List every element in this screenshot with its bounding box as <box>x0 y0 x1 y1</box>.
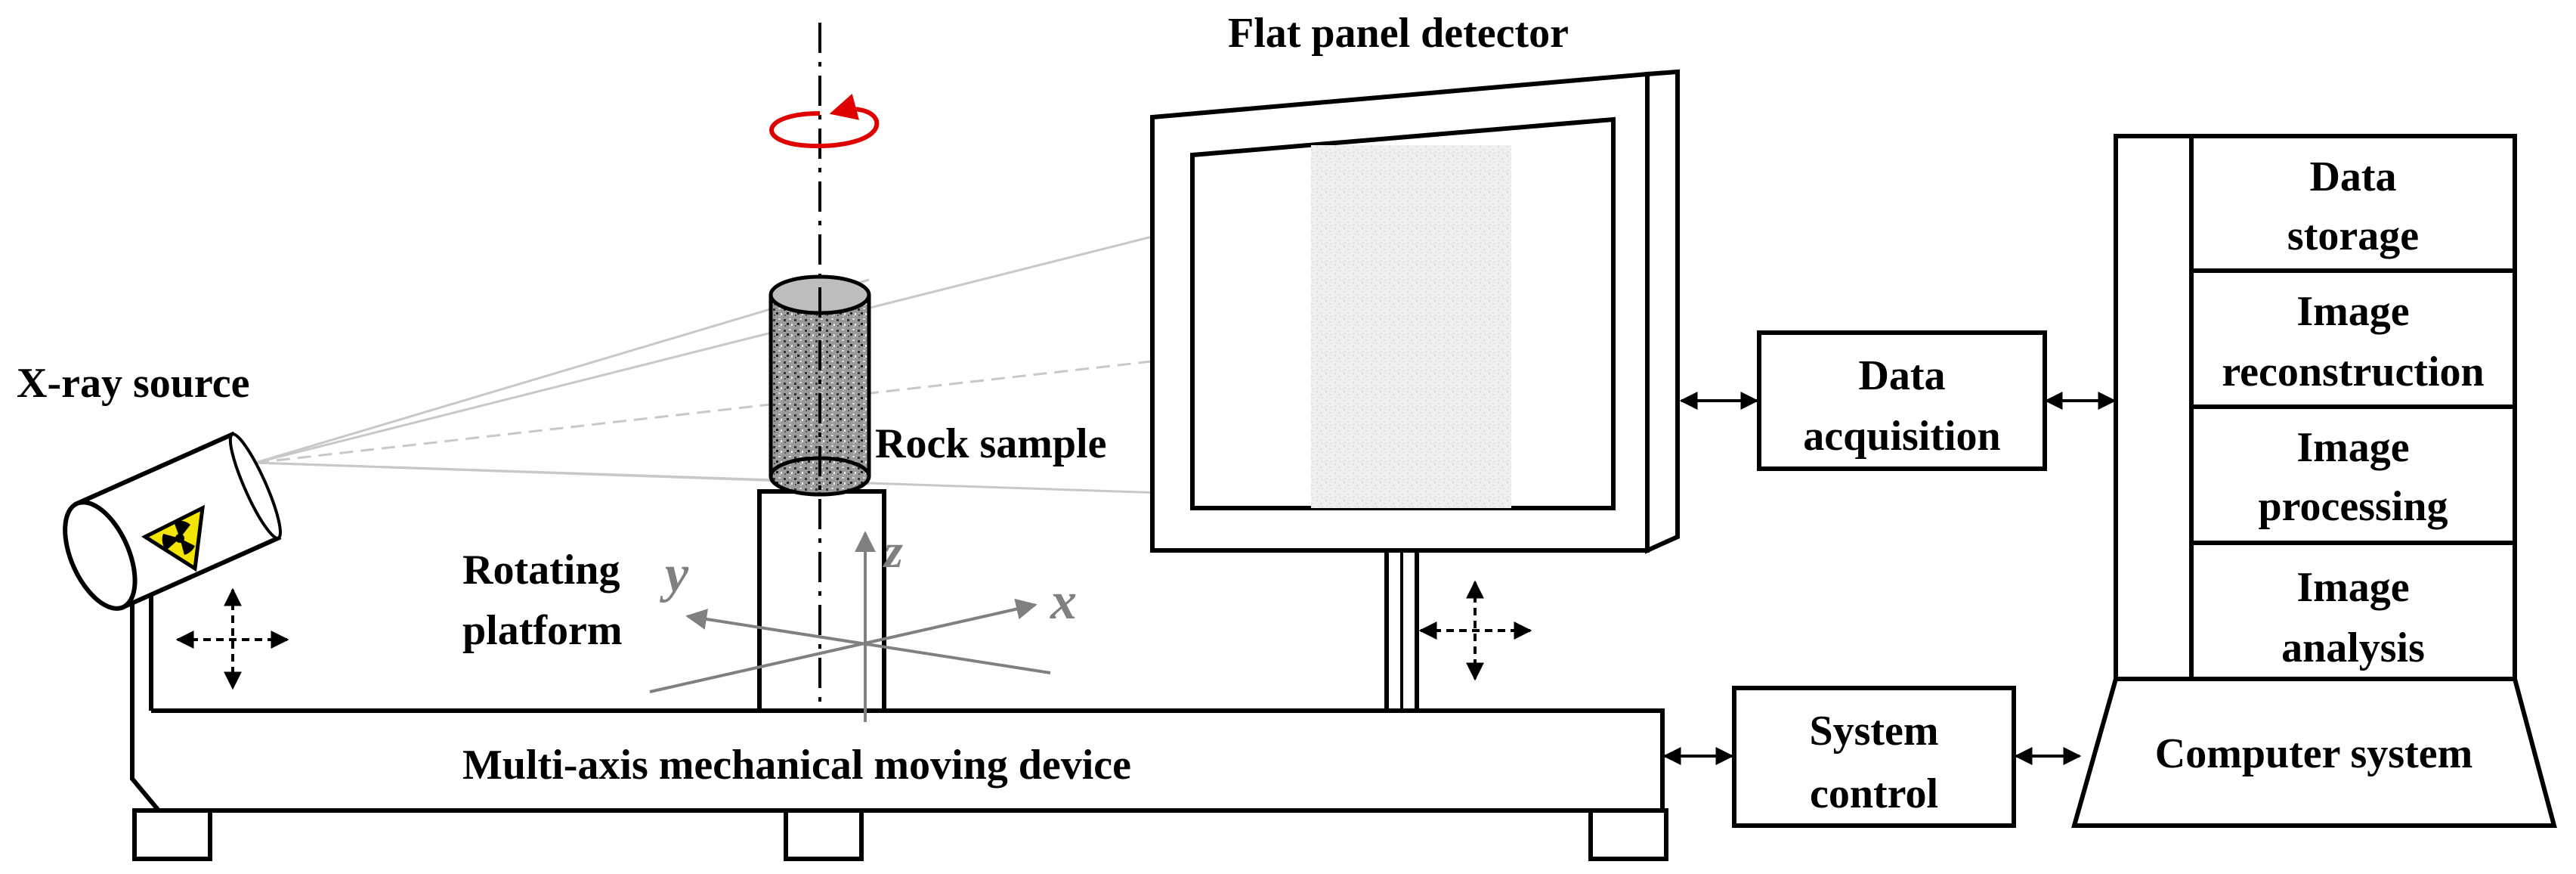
computer-module-box <box>2189 268 2517 409</box>
system-control-box <box>1732 686 2016 828</box>
data-acquisition-label-line2: acquisition <box>1803 413 2000 460</box>
base-foot <box>132 808 212 861</box>
computer-module-label: reconstruction <box>2222 349 2484 395</box>
xray-source <box>63 431 282 611</box>
multi-axis-device-label: Multi-axis mechanical moving device <box>462 742 1131 789</box>
connector-arrows <box>1662 392 2117 765</box>
axis-label-z: z <box>883 524 903 578</box>
system-control-label-line2: control <box>1810 770 1938 817</box>
base-foot <box>784 808 864 861</box>
system-control-label-line1: System <box>1809 708 1938 755</box>
computer-system-label: Computer system <box>2155 730 2472 777</box>
rotating-platform-label-line2: platform <box>462 607 623 654</box>
coordinate-axes <box>649 531 1051 722</box>
rotating-platform <box>757 489 886 713</box>
flat-panel-detector-label: Flat panel detector <box>1228 10 1569 57</box>
computer-module-label: analysis <box>2281 625 2425 671</box>
rotation-arrow-icon <box>769 93 880 149</box>
axis-label-x: x <box>1050 572 1077 631</box>
flat-panel-detector <box>1150 69 1680 713</box>
data-acquisition-box <box>1757 330 2047 471</box>
detector-projection-image <box>1311 145 1511 508</box>
axis-label-y: y <box>660 545 689 603</box>
rock-sample-label: Rock sample <box>875 420 1106 467</box>
computer-module-label: Image <box>2296 564 2409 611</box>
multi-axis-moving-device <box>130 590 1668 861</box>
rotating-platform-label-line1: Rotating <box>462 547 620 594</box>
computer-module-label: Image <box>2296 424 2409 471</box>
computer-module-label: Data <box>2309 153 2396 200</box>
computer-module-label: Image <box>2296 288 2409 335</box>
computer-system <box>2071 134 2557 828</box>
computer-module-box <box>2189 541 2517 681</box>
computer-module-label: processing <box>2259 483 2448 530</box>
xray-source-label: X-ray source <box>17 360 249 407</box>
computer-module-box <box>2189 404 2517 545</box>
four-way-move-arrows-icon <box>175 587 289 690</box>
radiation-trefoil-icon <box>141 504 206 572</box>
base-foot <box>1588 808 1668 861</box>
computer-module-label: storage <box>2287 212 2419 259</box>
data-acquisition-label-line1: Data <box>1858 352 1945 399</box>
four-way-move-arrows-icon <box>1418 580 1532 681</box>
computer-module-box <box>2189 134 2517 273</box>
